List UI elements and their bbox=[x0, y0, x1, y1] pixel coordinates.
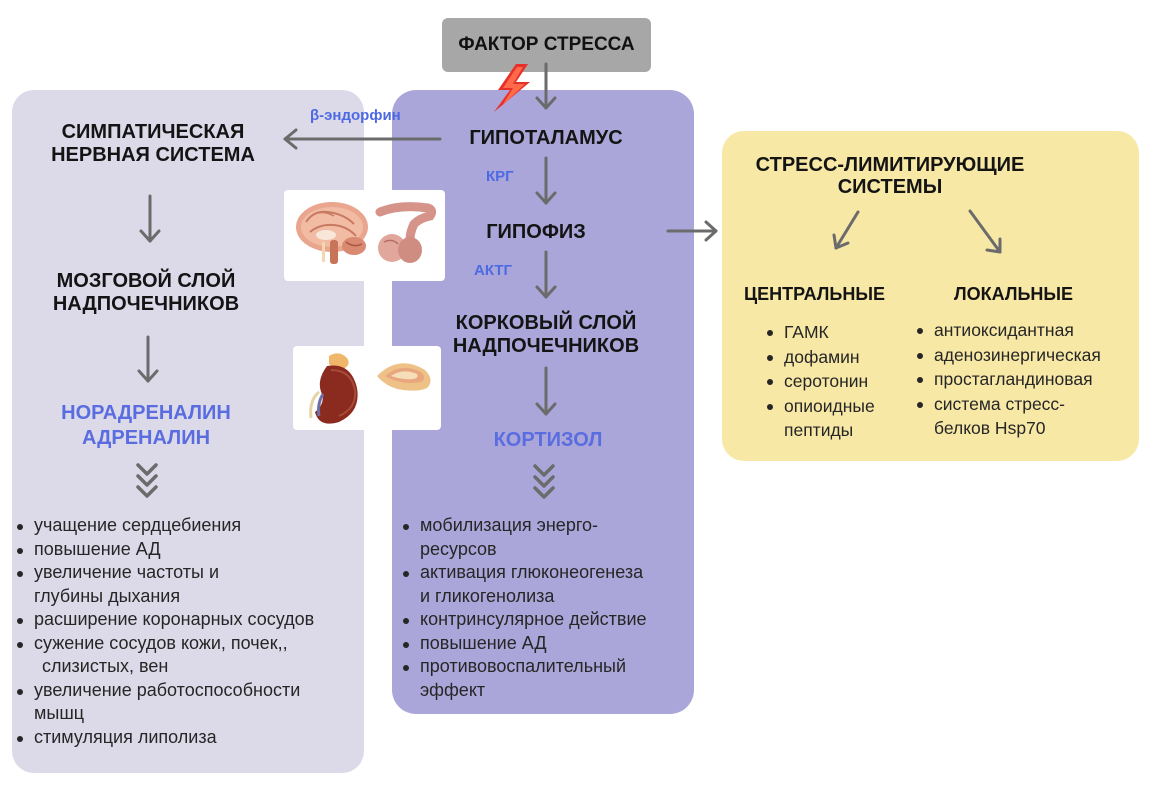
adrenal-section-icon bbox=[377, 363, 431, 391]
list-item: серотонин bbox=[764, 369, 875, 394]
stress-limiting-title-line2: СИСТЕМЫ bbox=[837, 176, 943, 198]
hypothalamus-label: ГИПОТАЛАМУС bbox=[469, 127, 623, 149]
list-item-continuation: и гликогенолиза bbox=[420, 585, 555, 606]
noradrenaline-label: НОРАДРЕНАЛИН bbox=[61, 402, 231, 424]
list-item: дофамин bbox=[764, 345, 875, 370]
crh-label: КРГ bbox=[486, 168, 514, 185]
list-item: расширение коронарных сосудов bbox=[14, 608, 314, 632]
central-systems-title: ЦЕНТРАЛЬНЫЕ bbox=[744, 284, 885, 304]
sympathetic-title-line2: НЕРВНАЯ СИСТЕМА bbox=[51, 144, 255, 166]
brain-pituitary-image bbox=[284, 190, 445, 281]
list-item-continuation: белков Hsp70 bbox=[934, 418, 1046, 438]
list-item: повышение АД bbox=[14, 538, 314, 562]
stress-limiting-panel bbox=[722, 131, 1139, 461]
local-systems-title: ЛОКАЛЬНЫЕ bbox=[954, 284, 1074, 304]
list-item: увеличение работоспособности bbox=[14, 679, 314, 703]
adrenal-cortex-line2: НАДПОЧЕЧНИКОВ bbox=[452, 335, 640, 357]
adrenal-medulla-line1: МОЗГОВОЙ СЛОЙ bbox=[56, 270, 236, 292]
brain-icon bbox=[296, 202, 368, 264]
list-item-continuation: глубины дыхания bbox=[34, 585, 181, 606]
adrenal-cortex-line1: КОРКОВЫЙ СЛОЙ bbox=[455, 312, 637, 334]
list-item: увеличение частоты и bbox=[14, 561, 314, 585]
list-item-continuation: пептиды bbox=[784, 420, 854, 440]
adrenal-medulla-line2: НАДПОЧЕЧНИКОВ bbox=[52, 293, 240, 315]
cortisol-label: КОРТИЗОЛ bbox=[493, 429, 603, 451]
sympathetic-title-line1: СИМПАТИЧЕСКАЯ bbox=[61, 121, 245, 143]
list-item: стимуляция липолиза bbox=[14, 726, 314, 750]
beta-endorphin-label: β-эндорфин bbox=[310, 107, 401, 124]
list-item: ГАМК bbox=[764, 320, 875, 345]
list-item: противовоспалительный bbox=[400, 655, 647, 679]
list-item: контринсулярное действие bbox=[400, 608, 647, 632]
list-item-continuation: слизистых, вен bbox=[42, 656, 169, 676]
list-item: аденозинергическая bbox=[914, 343, 1101, 368]
list-item: мобилизация энерго- bbox=[400, 514, 647, 538]
list-item-continuation: мышц bbox=[34, 703, 85, 723]
list-item: учащение сердцебиения bbox=[14, 514, 314, 538]
list-item: опиоидные bbox=[764, 394, 875, 419]
sympathetic-title: СИМПАТИЧЕСКАЯ НЕРВНАЯ СИСТЕМА bbox=[30, 121, 276, 167]
lightning-icon bbox=[494, 64, 530, 112]
list-item: повышение АД bbox=[400, 632, 647, 656]
acth-label: АКТГ bbox=[474, 262, 513, 279]
adrenal-medulla-title: МОЗГОВОЙ СЛОЙ НАДПОЧЕЧНИКОВ bbox=[26, 270, 266, 316]
list-item: простагландиновая bbox=[914, 367, 1101, 392]
adrenal-cortex-title: КОРКОВЫЙ СЛОЙ НАДПОЧЕЧНИКОВ bbox=[436, 312, 656, 358]
catecholamines-label: НОРАДРЕНАЛИН АДРЕНАЛИН bbox=[26, 401, 266, 451]
adrenaline-label: АДРЕНАЛИН bbox=[81, 427, 211, 449]
list-item-continuation: ресурсов bbox=[420, 538, 497, 559]
stress-limiting-title-line1: СТРЕСС-ЛИМИТИРУЮЩИЕ bbox=[755, 154, 1025, 176]
list-item: антиоксидантная bbox=[914, 318, 1101, 343]
kidney-adrenal-image bbox=[293, 346, 441, 430]
pituitary-gland-icon bbox=[375, 202, 437, 263]
list-item-continuation: эффект bbox=[420, 679, 486, 700]
stress-limiting-title: СТРЕСС-ЛИМИТИРУЮЩИЕ СИСТЕМЫ bbox=[740, 154, 1040, 198]
pituitary-label: ГИПОФИЗ bbox=[486, 221, 586, 243]
list-item: сужение сосудов кожи, почек,, bbox=[14, 632, 314, 656]
stress-factor-box: ФАКТОР СТРЕССА bbox=[442, 18, 651, 72]
list-item: активация глюконеогенеза bbox=[400, 561, 647, 585]
stress-factor-label: ФАКТОР СТРЕССА bbox=[458, 34, 635, 55]
list-item: система стресс- bbox=[914, 392, 1101, 417]
kidney-adrenal-icon bbox=[309, 353, 358, 424]
